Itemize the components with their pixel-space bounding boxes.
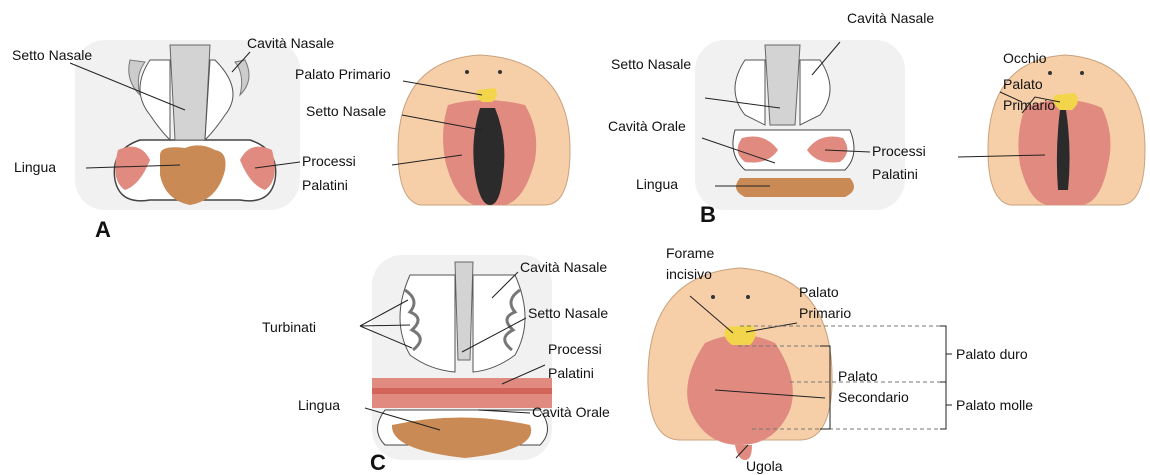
label-c-oral-cavity: Cavità Orale — [532, 404, 610, 420]
label-a-nasal-cavity: Cavità Nasale — [247, 35, 334, 51]
panel-b-nostril-right — [1080, 71, 1084, 75]
bracket-soft-palate — [940, 382, 946, 429]
label-b-eye: Occhio — [1003, 50, 1047, 66]
panel-c-nasal-septum-shape — [455, 262, 473, 360]
label-c-palatine-processes-line2: Palatini — [548, 365, 594, 381]
label-b-oral-cavity: Cavità Orale — [608, 118, 686, 134]
label-c-nasal-cavity: Cavità Nasale — [520, 259, 607, 275]
label-c-primary-palate-line2: Primario — [799, 305, 851, 321]
label-b-nasal-septum: Setto Nasale — [611, 56, 691, 72]
panel-a: Setto Nasale Cavità Nasale Lingua Palato… — [12, 35, 570, 242]
panel-a-palate-view — [398, 55, 570, 205]
label-b-primary-palate-line1: Palato — [1003, 76, 1043, 92]
panel-a-nostril-right — [498, 70, 502, 74]
panel-letter-b: B — [700, 202, 716, 227]
label-b-palatine-processes-line2: Palatini — [872, 166, 918, 182]
panel-b: Cavità Nasale Setto Nasale Cavità Orale … — [608, 10, 1145, 227]
label-c-soft-palate: Palato molle — [956, 397, 1033, 413]
label-c-secondary-palate-line2: Secondario — [838, 389, 909, 405]
label-b-palatine-processes-line1: Processi — [872, 143, 926, 159]
label-a-tongue: Lingua — [14, 159, 56, 175]
panel-c-primary-palate-shape — [724, 325, 755, 345]
label-c-hard-palate: Palato duro — [956, 346, 1028, 362]
label-c-incisive-foramen-line2: incisivo — [666, 266, 712, 282]
label-a-palatine-processes-line1: Processi — [302, 153, 356, 169]
label-c-secondary-palate-line1: Palato — [838, 368, 878, 384]
panel-a-nasal-septum-shape — [170, 45, 210, 140]
label-b-nasal-cavity: Cavità Nasale — [847, 10, 934, 26]
label-a-nasal-septum: Setto Nasale — [12, 47, 92, 63]
panel-b-nostril-left — [1048, 71, 1052, 75]
label-b-primary-palate-line2: Primario — [1003, 97, 1055, 113]
panel-c-nostril-right — [746, 295, 750, 299]
panel-b-coronal-section — [695, 40, 905, 210]
panel-letter-a: A — [95, 217, 111, 242]
label-c-incisive-foramen-line1: Forame — [666, 245, 714, 261]
panel-c-nostril-left — [711, 295, 715, 299]
label-c-turbinates: Turbinati — [262, 319, 316, 335]
bracket-hard-palate — [940, 326, 946, 382]
panel-c: Cavità Nasale Turbinati Setto Nasale Pro… — [262, 245, 1033, 475]
panel-a-coronal-section — [75, 40, 300, 210]
label-a-nasal-septum-right: Setto Nasale — [306, 103, 386, 119]
panel-c-palatine-fusion-line — [372, 388, 552, 394]
panel-c-coronal-section — [372, 255, 552, 460]
label-c-palatine-processes-line1: Processi — [548, 341, 602, 357]
panel-letter-c: C — [370, 450, 386, 475]
label-c-primary-palate-line1: Palato — [799, 284, 839, 300]
label-a-primary-palate: Palato Primario — [295, 66, 391, 82]
label-c-nasal-septum: Setto Nasale — [528, 305, 608, 321]
label-a-palatine-processes-line2: Palatini — [302, 177, 348, 193]
panel-b-nasal-septum-shape — [765, 45, 800, 125]
label-c-tongue: Lingua — [298, 397, 340, 413]
panel-a-nostril-left — [465, 70, 469, 74]
label-c-uvula: Ugola — [746, 458, 783, 474]
label-b-tongue: Lingua — [636, 176, 678, 192]
panel-b-tongue-shape — [736, 178, 854, 197]
